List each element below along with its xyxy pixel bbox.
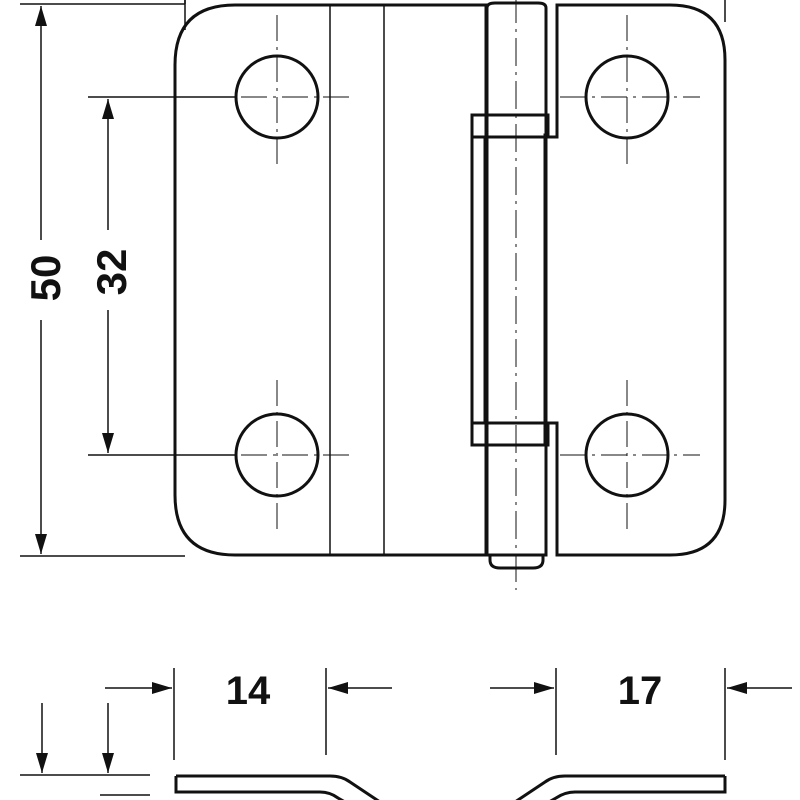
dimension-label-50: 50 [22,255,69,302]
dimension-right-leaf-width [490,668,792,760]
dimension-label-32: 32 [88,249,135,296]
top-extension-lines [184,0,726,30]
left-leaf-fold-lines [329,5,385,555]
dimension-hole-spacing [88,96,235,456]
dimension-label-17: 17 [618,669,663,713]
dimension-thickness [20,703,150,796]
right-leaf [543,3,727,557]
dimension-left-leaf-width [105,668,392,760]
dimension-label-14: 14 [226,669,271,713]
hole-centerlines [200,15,700,530]
hinge-side-profile [174,774,727,800]
hinge-knuckle [470,1,550,570]
left-leaf [173,3,488,557]
dimension-total-height [20,0,186,557]
